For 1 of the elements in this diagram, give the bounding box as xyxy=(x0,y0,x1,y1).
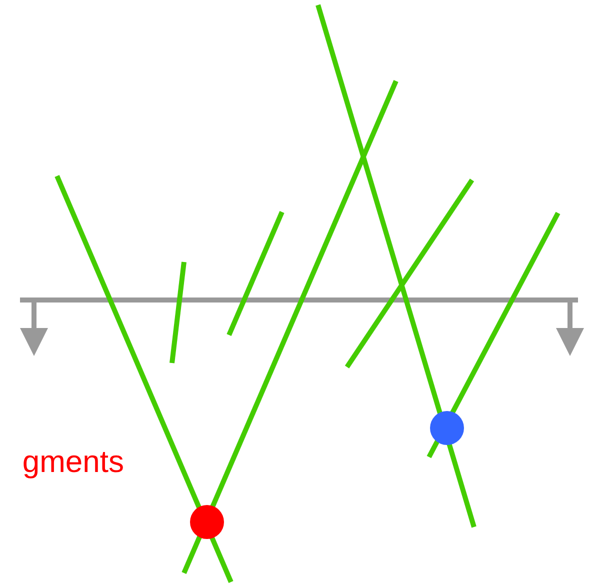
label-text: gments xyxy=(22,444,124,480)
